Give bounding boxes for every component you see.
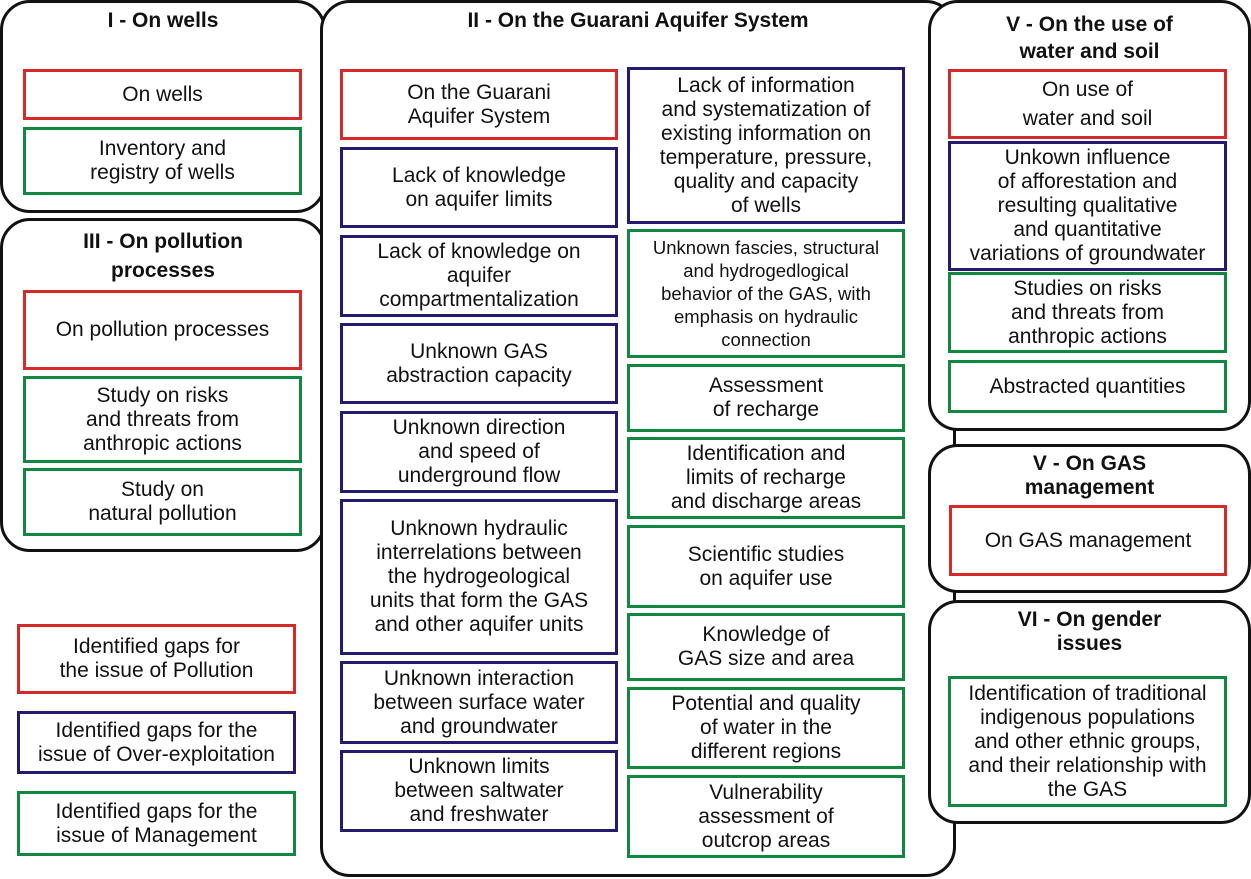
gap-box: Identification and limits of recharge an… <box>627 437 905 519</box>
gap-box: Abstracted quantities <box>948 360 1227 413</box>
gap-box: Potential and quality of water in the di… <box>627 687 905 769</box>
gap-box: Lack of knowledge on aquifer limits <box>340 147 618 228</box>
legend-management: Identified gaps for the issue of Managem… <box>17 791 296 856</box>
gap-box: Unknown direction and speed of undergrou… <box>340 411 618 493</box>
gap-box: On wells <box>23 69 302 120</box>
gap-box: Scientific studies on aquifer use <box>627 525 905 608</box>
panel-title: V - On the use of water and soil <box>1006 13 1173 63</box>
gap-box: Unknown interaction between surface wate… <box>340 661 618 744</box>
gap-box: Vulnerability assessment of outcrop area… <box>627 775 905 858</box>
gap-box: Identification of traditional indigenous… <box>948 676 1227 807</box>
gap-box: Lack of knowledge on aquifer compartment… <box>340 235 618 317</box>
gap-box: Study on natural pollution <box>23 468 302 536</box>
gap-box: Studies on risks and threats from anthro… <box>948 272 1227 353</box>
panel-title: I - On wells <box>107 9 219 32</box>
gap-box: Inventory and registry of wells <box>23 127 302 195</box>
gap-box: On use of water and soil <box>948 69 1227 139</box>
panel-title: V - On GAS management <box>1024 452 1155 499</box>
gap-box: On pollution processes <box>23 290 302 370</box>
gap-box: Unknown fascies, structural and hydroged… <box>627 229 905 358</box>
panel-title: III - On pollution processes <box>83 230 243 282</box>
gap-box: Unknown limits between saltwater and fre… <box>340 750 618 832</box>
gap-box: Knowledge of GAS size and area <box>627 613 905 681</box>
panel-title: VI - On gender issues <box>1017 608 1162 655</box>
gap-box: Unknown hydraulic interrelations between… <box>340 499 618 655</box>
gap-box: Unkown influence of afforestation and re… <box>948 141 1227 271</box>
gap-box: Assessment of recharge <box>627 364 905 432</box>
legend-pollution: Identified gaps for the issue of Polluti… <box>17 624 296 694</box>
panel-title: II - On the Guarani Aquifer System <box>467 9 809 32</box>
gap-box: Study on risks and threats from anthropi… <box>23 376 302 463</box>
gap-box: Unknown GAS abstraction capacity <box>340 323 618 404</box>
legend-over-exploitation: Identified gaps for the issue of Over-ex… <box>17 711 296 774</box>
gap-box: On the Guarani Aquifer System <box>340 69 618 140</box>
gap-box: On GAS management <box>949 505 1227 576</box>
gap-box: Lack of information and systematization … <box>627 67 905 224</box>
